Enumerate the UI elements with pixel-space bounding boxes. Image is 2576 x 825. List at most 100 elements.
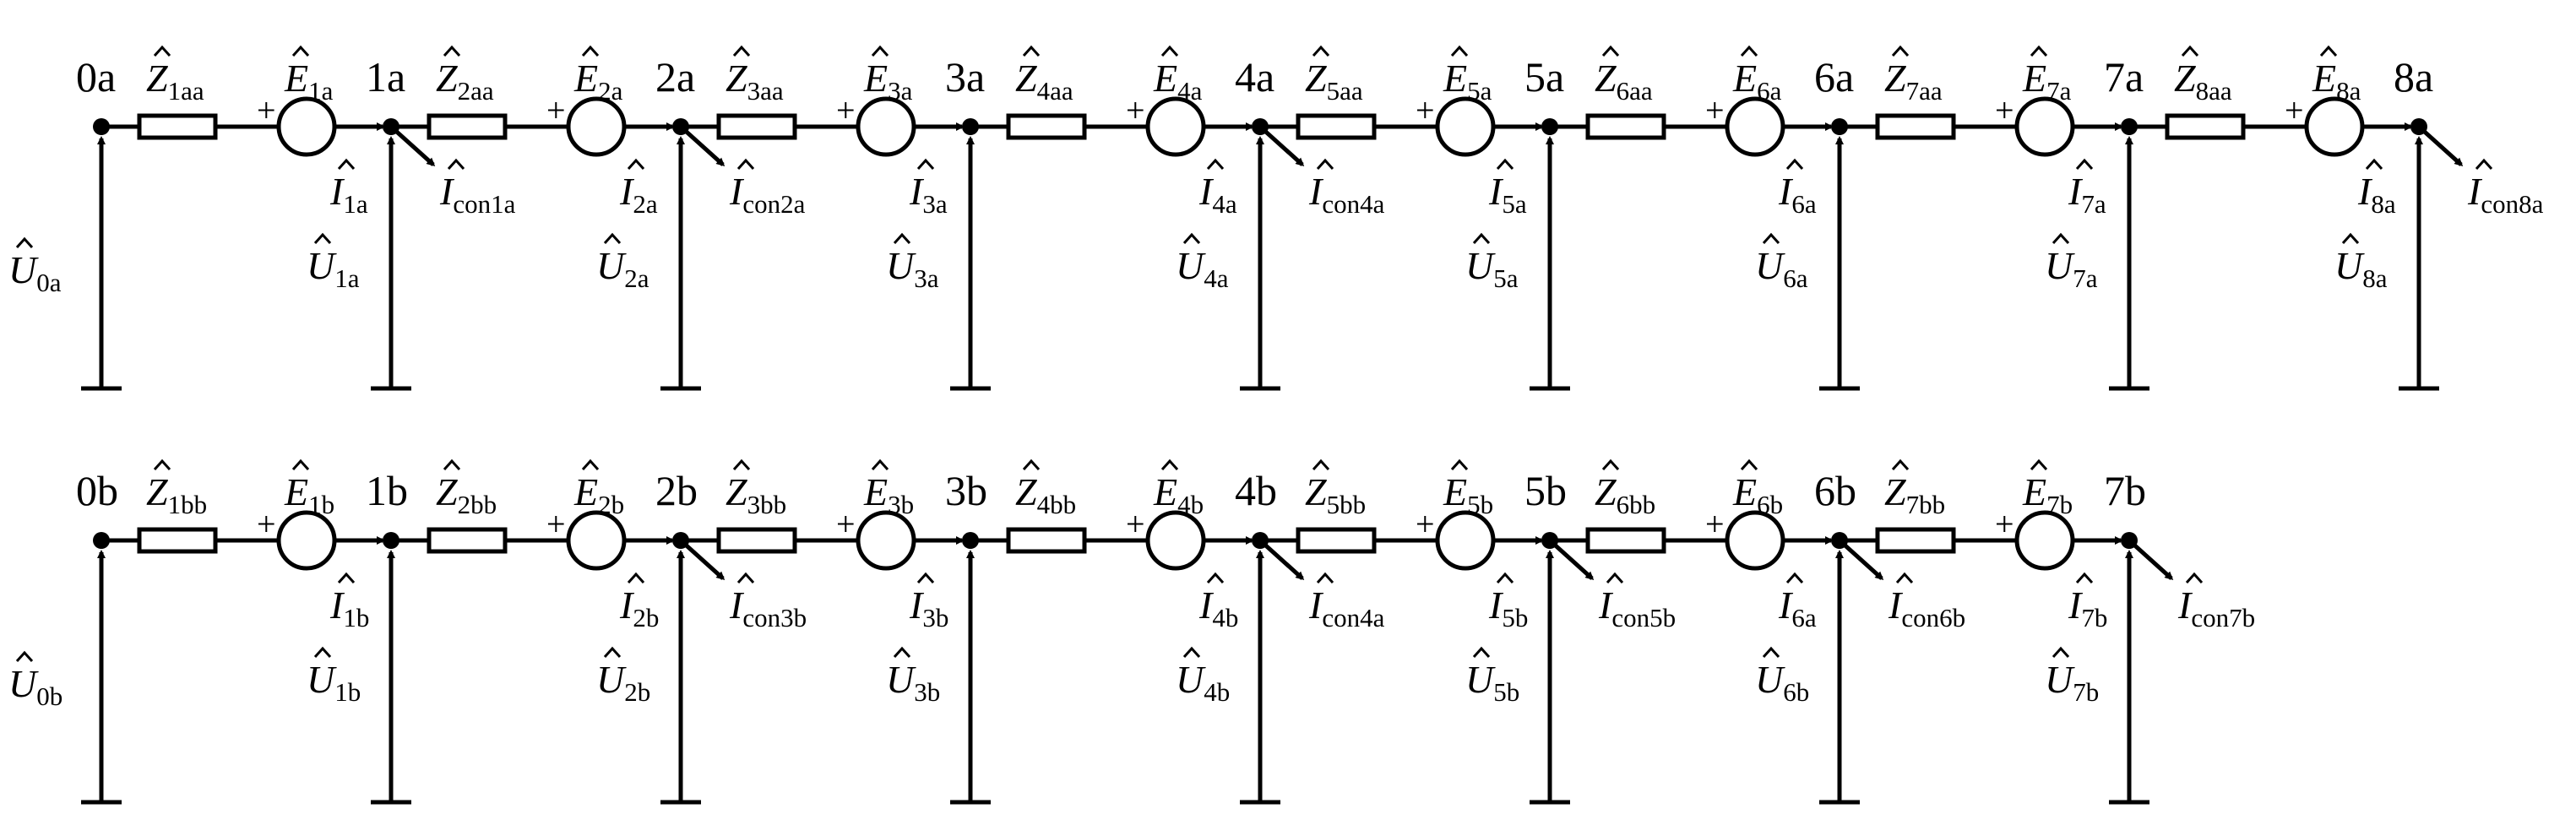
impedance-label: Z5bb [1305,470,1366,519]
connection-current-arrow [2128,539,2174,581]
source-label: E6a [1732,57,1782,106]
node-voltage-label-hat [893,232,911,245]
source-label-hat [291,45,310,57]
node-label: 0a [76,53,116,100]
node-label: 6a [1814,53,1854,100]
source-polarity-plus: + [2285,91,2304,129]
connection-current-label: Icon7b [2177,583,2255,632]
branch-current-label: I1a [329,170,368,219]
source-label-hat [1740,45,1758,57]
branch-current-label: I5a [1488,170,1527,219]
source-label-hat [2030,45,2048,57]
node-voltage-label-hat [313,646,332,659]
node-voltage-label-hat [2052,646,2070,659]
node-voltage-label-hat [15,650,34,663]
source-polarity-plus: + [1126,505,1145,543]
node-voltage-label: U4a [1176,244,1229,293]
voltage-source [856,96,916,157]
node-voltage-label: U1b [307,658,361,707]
impedance-label: Z6aa [1595,57,1653,106]
connection-current-label-hat [736,572,755,584]
impedance-element [1585,113,1666,140]
branch-current-label-hat [337,572,356,584]
voltage-source [1145,96,1206,157]
branch-current-label: I3b [909,583,948,632]
branch-current-label: I7a [2068,170,2106,219]
impedance-label: Z1aa [146,57,204,106]
source-label: E4a [1153,57,1203,106]
node-voltage-label-hat [603,646,622,659]
impedance-label: Z1bb [146,470,207,519]
node-voltage-label-hat [15,236,34,249]
connection-current-label: Icon5b [1598,583,1676,632]
voltage-source [856,510,916,571]
node-dot [2121,118,2138,135]
voltage-source [1435,510,1496,571]
node-voltage-label-hat [1472,232,1491,245]
impedance-label-hat [2181,45,2199,57]
node-voltage-label: U0a [8,248,62,297]
impedance-label: Z7aa [1884,57,1943,106]
connection-current-arrow [679,125,726,167]
node-voltage-label: U3a [886,244,939,293]
connection-current-label: Icon2a [729,170,806,219]
impedance-element [137,527,218,554]
branch-current-label: I4a [1198,170,1237,219]
branch-current-label-hat [1785,572,1804,584]
source-label: E3a [863,57,913,106]
branch-current-label-hat [1496,158,1514,171]
voltage-source [1435,96,1496,157]
impedance-element [716,113,797,140]
source-label: E5a [1443,57,1492,106]
branch-current-label-hat [337,158,356,171]
node-voltage-label: U6a [1755,244,1808,293]
source-label-hat [1450,459,1469,471]
voltage-source [276,96,337,157]
connection-current-label: Icon4a [1308,170,1385,219]
branch-current-label-hat [2075,572,2094,584]
source-polarity-plus: + [836,91,856,129]
source-label-hat [291,459,310,471]
connection-current-label: Icon1a [439,170,516,219]
impedance-element [1006,527,1087,554]
branch-current-label-hat [916,158,935,171]
source-label: E7a [2022,57,2072,106]
voltage-source [566,96,627,157]
impedance-label: Z4bb [1015,470,1076,519]
impedance-element [716,527,797,554]
impedance-label-hat [443,459,461,471]
impedance-element [1585,527,1666,554]
node-label: 8a [2394,53,2433,100]
source-label-hat [2030,459,2048,471]
node-dot [93,118,110,135]
source-label: E2b [573,470,624,519]
branch-current-label-hat [1206,158,1225,171]
source-polarity-plus: + [1995,91,2014,129]
connection-current-label-hat [2475,158,2493,171]
voltage-source [1725,96,1785,157]
impedance-label-hat [1022,45,1041,57]
branch-current-label-hat [627,572,645,584]
impedance-label: Z4aa [1015,57,1073,106]
branch-current-label: I6a [1778,170,1817,219]
node-voltage-label-hat [2052,232,2070,245]
source-polarity-plus: + [257,505,276,543]
impedance-label-hat [153,45,171,57]
connection-current-label: Icon8a [2467,170,2544,219]
impedance-element [1875,113,1956,140]
voltage-source [2014,510,2075,571]
impedance-label-hat [1601,459,1620,471]
branch-current-label: I1b [329,583,369,632]
node-label: 7b [2104,467,2146,514]
connection-current-arrow [679,539,726,581]
node-dot [1541,118,1558,135]
voltage-source [2304,96,2365,157]
branch-current-label: I7b [2068,583,2107,632]
node-label: 1b [366,467,408,514]
connection-current-label-hat [736,158,755,171]
source-label-hat [1160,45,1179,57]
node-voltage-label: U5b [1465,658,1519,707]
source-label: E1b [284,470,334,519]
